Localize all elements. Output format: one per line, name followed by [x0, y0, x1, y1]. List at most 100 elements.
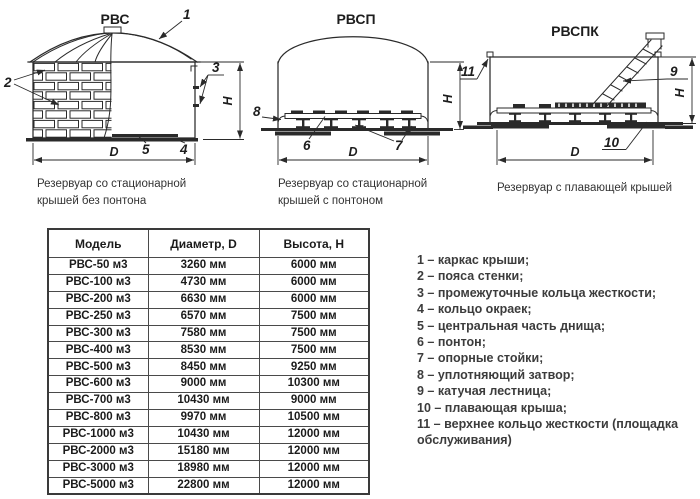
cell-model: РВС-2000 м3 — [47, 442, 149, 461]
header-model: Модель — [47, 228, 149, 258]
cell-model: РВС-3000 м3 — [47, 459, 149, 478]
table-row: РВС-250 м3 6570 мм 7500 мм — [47, 307, 370, 326]
cell-height: 7500 мм — [258, 341, 370, 360]
table-row: РВС-50 м3 3260 мм 6000 мм — [47, 257, 370, 275]
rolling-ladder — [592, 32, 665, 109]
legend-item: 2 – пояса стенки; — [417, 269, 524, 284]
dimensions-table: Модель Диаметр, D Высота, Н РВС-50 м3 32… — [47, 228, 370, 496]
table-row: РВС-200 м3 6630 мм 6000 мм — [47, 290, 370, 309]
callout-10: 10 — [604, 135, 620, 150]
legend: 1 – каркас крыши; 2 – пояса стенки; 3 – … — [417, 252, 679, 449]
header-height: Высота, Н — [258, 228, 370, 258]
callout-6: 6 — [303, 138, 311, 153]
table-row: РВС-600 м3 9000 мм 10300 мм — [47, 375, 370, 394]
dimension-d: D — [496, 130, 654, 165]
callouts: 8 6 7 — [253, 104, 413, 153]
cell-height: 7500 мм — [258, 307, 370, 326]
cell-diameter: 3260 мм — [147, 257, 260, 275]
callouts: 11 9 10 — [460, 58, 688, 150]
dimension-d: D — [277, 136, 429, 165]
support-stools — [296, 118, 416, 128]
legend-item: 3 – промежуточные кольца жесткости; — [417, 285, 657, 300]
cell-model: РВС-100 м3 — [47, 273, 149, 292]
cell-height: 12000 мм — [258, 442, 370, 461]
table-row: РВС-2000 м3 15180 мм 12000 мм — [47, 442, 370, 461]
diagram-rvs: РВС — [3, 7, 244, 165]
cell-diameter: 6570 мм — [147, 307, 260, 326]
dim-h-label: H — [673, 88, 687, 98]
diagram-rvs-title: РВС — [100, 11, 129, 27]
cell-diameter: 6630 мм — [147, 290, 260, 309]
callout-3: 3 — [212, 60, 220, 75]
callouts: 1 2 3 5 4 — [3, 7, 224, 157]
cell-height: 12000 мм — [258, 425, 370, 444]
diagram-rvspk-caption: Резервуар с плавающей крышей — [497, 182, 673, 194]
legend-item: 8 – уплотняющий затвор; — [417, 367, 575, 382]
cell-diameter: 10430 мм — [147, 392, 260, 411]
table-row: РВС-300 м3 7580 мм 7500 мм — [47, 324, 370, 343]
dimension-h: H — [199, 61, 244, 140]
cell-height: 7500 мм — [258, 324, 370, 343]
dimension-d: D — [32, 143, 196, 165]
cell-model: РВС-250 м3 — [47, 307, 149, 326]
callout-5: 5 — [142, 142, 150, 157]
callout-1: 1 — [183, 7, 191, 22]
cell-diameter: 22800 мм — [147, 476, 260, 495]
support-stools — [509, 113, 637, 122]
callout-8: 8 — [253, 104, 261, 119]
cell-diameter: 8530 мм — [147, 341, 260, 360]
legend-item: 7 – опорные стойки; — [417, 351, 544, 366]
table-row: РВС-700 м3 10430 мм 9000 мм — [47, 392, 370, 411]
cell-height: 12000 мм — [258, 459, 370, 478]
tank-shell — [27, 33, 201, 139]
cell-model: РВС-500 м3 — [47, 358, 149, 377]
legend-item: 10 – плавающая крыша; — [417, 400, 567, 415]
dim-d-label: D — [348, 145, 357, 159]
dome-roof — [29, 26, 198, 63]
cell-diameter: 18980 мм — [147, 459, 260, 478]
tank-outline — [261, 36, 453, 136]
callout-7: 7 — [395, 138, 404, 153]
table-row: РВС-400 м3 8530 мм 7500 мм — [47, 341, 370, 360]
cell-model: РВС-400 м3 — [47, 341, 149, 360]
diagram-rvspk-title: РВСПК — [551, 23, 599, 39]
table-header-row: Модель Диаметр, D Высота, Н — [47, 228, 370, 258]
dim-d-label: D — [570, 145, 579, 159]
dimension-h: H — [430, 61, 464, 130]
cell-height: 9000 мм — [258, 392, 370, 411]
dim-d-label: D — [109, 145, 118, 159]
cell-height: 6000 мм — [258, 273, 370, 292]
cell-height: 10500 мм — [258, 409, 370, 427]
tank-outline — [463, 51, 693, 129]
legend-item: 6 – понтон; — [417, 335, 486, 350]
legend-item: 5 – центральная часть днища; — [417, 318, 606, 333]
cell-model: РВС-50 м3 — [47, 257, 149, 275]
cell-height: 6000 мм — [258, 257, 370, 275]
header-diameter: Диаметр, D — [147, 228, 260, 258]
cell-diameter: 15180 мм — [147, 442, 260, 461]
table-row: РВС-800 м3 9970 мм 10500 мм — [47, 409, 370, 427]
diagram-rvsp: РВСП — [253, 11, 464, 165]
cell-height: 9250 мм — [258, 358, 370, 377]
table-body: РВС-50 м3 3260 мм 6000 мм РВС-100 м3 473… — [47, 257, 370, 495]
floating-roof — [489, 102, 659, 116]
cell-diameter: 9000 мм — [147, 375, 260, 394]
cell-model: РВС-600 м3 — [47, 375, 149, 394]
cell-height: 12000 мм — [258, 476, 370, 495]
table-row: РВС-100 м3 4730 мм 6000 мм — [47, 273, 370, 292]
table-row: РВС-1000 м3 10430 мм 12000 мм — [47, 425, 370, 444]
cell-model: РВС-700 м3 — [47, 392, 149, 411]
dim-h-label: H — [441, 94, 455, 104]
cell-model: РВС-800 м3 — [47, 409, 149, 427]
legend-item: 9 – катучая лестница; — [417, 384, 552, 399]
dim-h-label: H — [221, 96, 235, 106]
cell-diameter: 10430 мм — [147, 425, 260, 444]
cell-diameter: 9970 мм — [147, 409, 260, 427]
diagram-rvs-caption: Резервуар со стационарной крышей без пон… — [37, 178, 187, 207]
diagram-rvsp-title: РВСП — [336, 11, 375, 27]
callout-2: 2 — [3, 75, 12, 90]
cell-height: 10300 мм — [258, 375, 370, 394]
legend-item: 1 – каркас крыши; — [417, 253, 530, 267]
cell-model: РВС-300 м3 — [47, 324, 149, 343]
